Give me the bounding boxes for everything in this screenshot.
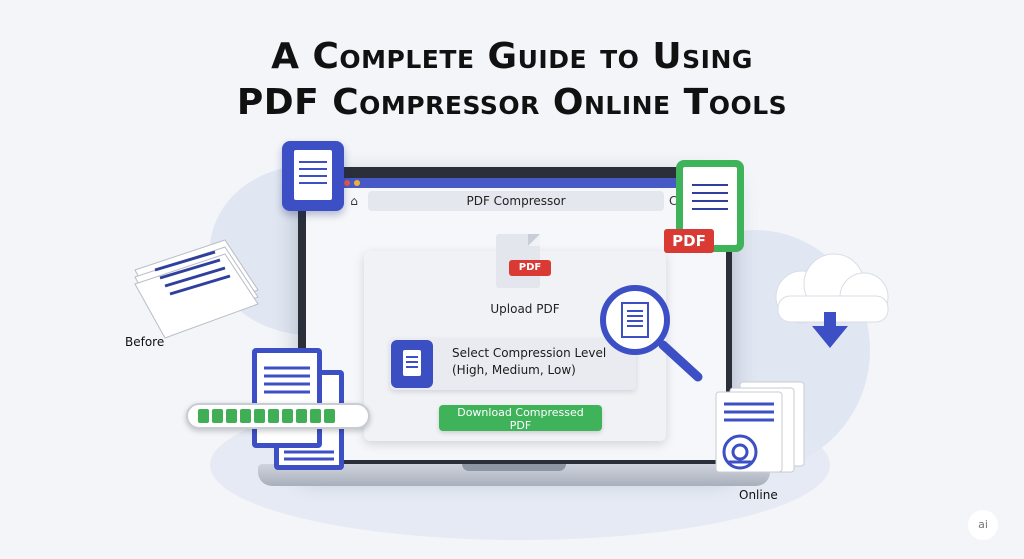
progress-segment — [226, 409, 237, 423]
progress-segment — [268, 409, 279, 423]
cloud-download-icon — [772, 252, 892, 356]
download-compressed-button[interactable]: Download Compressed PDF — [439, 405, 602, 432]
window-close-dot[interactable] — [344, 180, 350, 186]
before-paper-stack — [130, 230, 260, 340]
upload-file-fold — [528, 234, 540, 246]
document-icon — [391, 340, 433, 388]
document-badge-icon — [282, 141, 344, 211]
progress-segment — [240, 409, 251, 423]
upload-pdf-tag: PDF — [509, 260, 551, 276]
compression-level-label: Select Compression Level (High, Medium, … — [452, 346, 607, 377]
compression-progress-bar — [186, 403, 370, 429]
before-label: Before — [125, 335, 165, 349]
progress-segment — [296, 409, 307, 423]
pdf-badge-tag: PDF — [664, 229, 714, 253]
page-title-line1: A Complete Guide to Using — [271, 36, 753, 77]
window-minimize-dot[interactable] — [354, 180, 360, 186]
page-title-line2: PDF Compressor Online Tools — [236, 82, 788, 123]
browser-title-bar — [306, 178, 726, 188]
upload-pdf-label[interactable]: Upload PDF — [490, 302, 560, 316]
online-document-stack-icon — [714, 378, 810, 474]
ai-watermark-badge: ai — [968, 510, 998, 540]
progress-segment — [212, 409, 223, 423]
progress-segment — [282, 409, 293, 423]
magnifier-icon — [598, 283, 708, 383]
progress-segment — [310, 409, 321, 423]
back-button[interactable]: ⌂ — [350, 194, 358, 208]
progress-segment — [254, 409, 265, 423]
progress-segment — [324, 409, 335, 423]
laptop-notch — [462, 464, 566, 471]
address-bar[interactable]: PDF Compressor — [368, 191, 664, 211]
laptop-base — [258, 464, 770, 486]
online-label: Online — [739, 488, 778, 502]
progress-segment — [198, 409, 209, 423]
refresh-button[interactable]: C — [669, 194, 678, 208]
